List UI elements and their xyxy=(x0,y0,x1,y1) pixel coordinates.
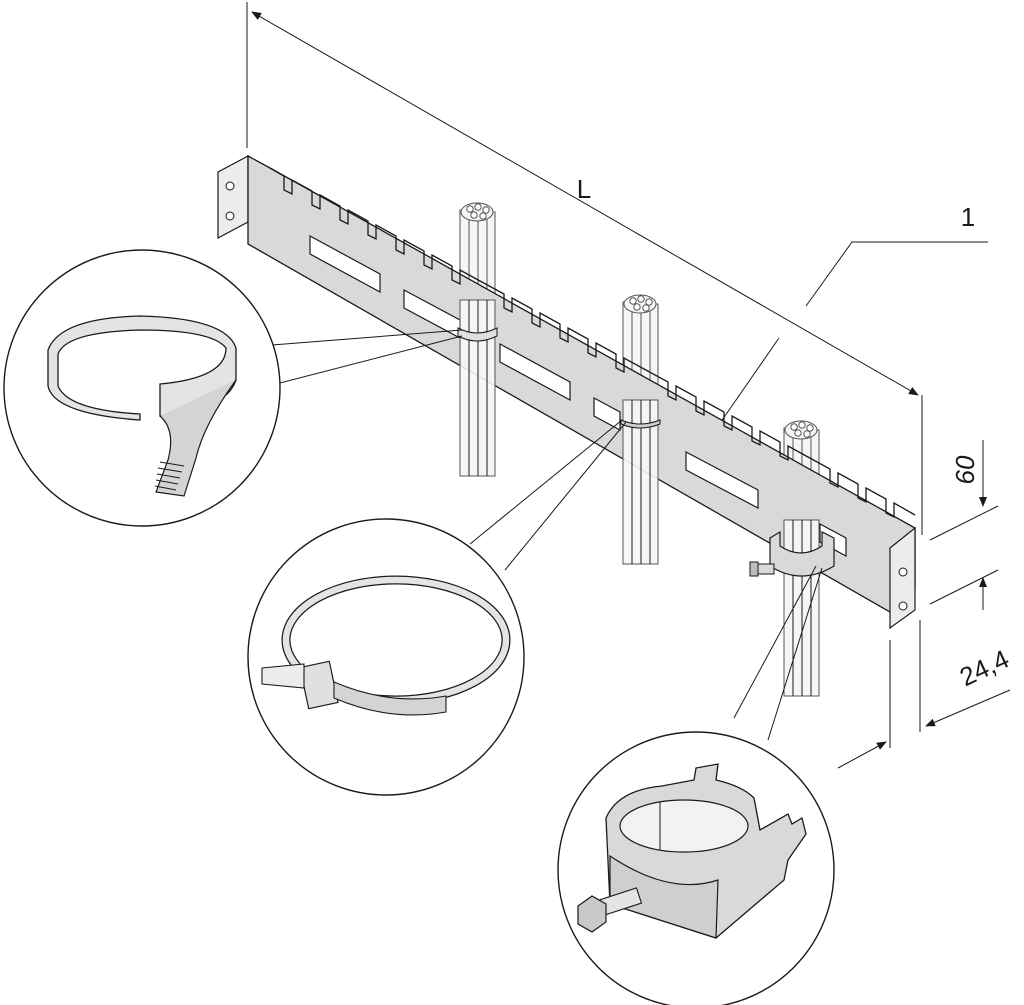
detail-cable-clamp xyxy=(557,565,835,1005)
rail-right-hole-bottom xyxy=(898,601,908,611)
rail-left-hole-top xyxy=(225,181,235,191)
dimension-length: L xyxy=(246,2,923,535)
cable-bundle-right-front xyxy=(749,519,835,697)
dimension-length-label: L xyxy=(577,174,591,204)
velcro-hooks xyxy=(154,461,185,491)
part-callout-number: 1 xyxy=(961,202,975,232)
clamp-screw-head xyxy=(577,895,607,933)
cable-bundle-left-front xyxy=(457,299,498,477)
mounting-rail xyxy=(217,154,916,630)
part-callout: 1 xyxy=(717,202,988,427)
cable-bundle-middle-front xyxy=(620,399,661,565)
rail-slots xyxy=(269,167,916,519)
rail-cutout-5 xyxy=(685,451,759,509)
dimension-height: 60 xyxy=(929,440,999,610)
rail-left-hole-bottom xyxy=(225,211,235,221)
detail-velcro-strap xyxy=(3,249,463,527)
rail-right-hole-top xyxy=(898,567,908,577)
dimension-depth: 24,4 xyxy=(837,620,1014,769)
rail-right-flange xyxy=(889,526,916,630)
clamp-front-face xyxy=(609,854,719,939)
dimension-height-label: 60 xyxy=(950,455,980,484)
rail-left-flange xyxy=(217,155,249,239)
rail-cutout-1 xyxy=(309,234,381,294)
rail-cutout-3 xyxy=(499,342,571,402)
dimension-depth-label: 24,4 xyxy=(955,644,1014,693)
detail-cable-tie xyxy=(247,419,627,796)
